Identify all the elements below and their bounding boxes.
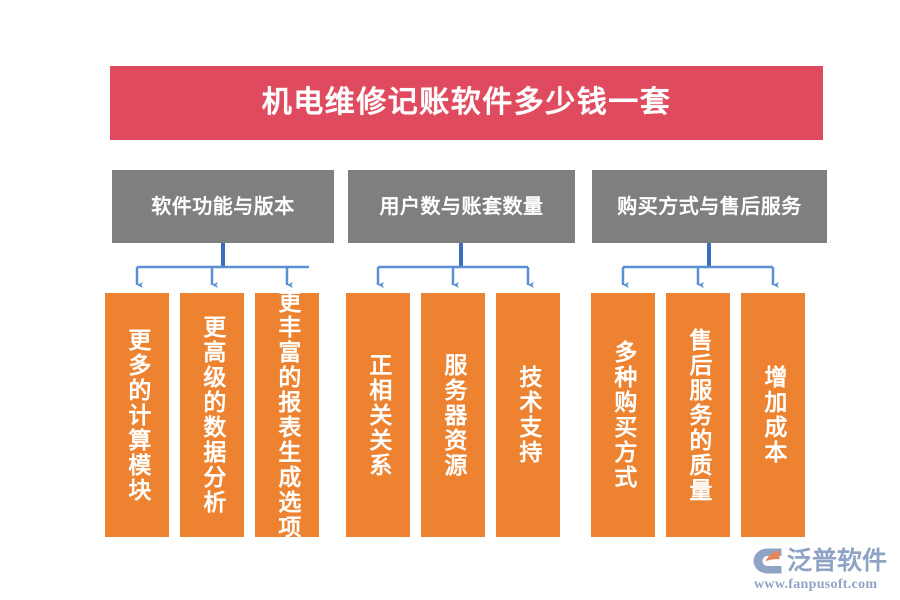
connector-group-1 [135,243,309,288]
category-label: 购买方式与售后服务 [617,195,802,218]
logo-row: 泛普软件 [752,546,894,576]
leaf-label: 技术支持 [515,365,541,465]
leaf-inner: 多种购买方式 [591,293,655,537]
leaf-label: 更丰富的报表生成选项 [274,293,300,537]
leaf-inner: 更多的计算模块 [105,293,169,537]
leaf-inner: 服务器资源 [421,293,485,537]
leaf-label: 多种购买方式 [610,340,636,490]
leaf-box[interactable]: 多种购买方式 [591,293,655,537]
category-label: 用户数与账套数量 [379,195,544,218]
leaf-box[interactable]: 服务器资源 [421,293,485,537]
leaf-label: 服务器资源 [440,352,466,478]
leaf-inner: 正相关关系 [346,293,410,537]
leaf-inner: 更丰富的报表生成选项 [255,293,319,537]
logo-url: www.fanpusoft.com [754,577,878,592]
leaf-label: 售后服务的质量 [685,327,711,503]
leaf-label: 更高级的数据分析 [199,315,225,515]
leaf-label: 更多的计算模块 [124,327,150,503]
leaf-box[interactable]: 增加成本 [741,293,805,537]
leaf-inner: 更高级的数据分析 [180,293,244,537]
logo-wordmark: 泛普软件 [787,546,888,575]
category-label: 软件功能与版本 [151,195,295,218]
category-box-software-features[interactable]: 软件功能与版本 [112,170,334,243]
leaf-box[interactable]: 售后服务的质量 [666,293,730,537]
leaf-box[interactable]: 更高级的数据分析 [180,293,244,537]
brand-logo[interactable]: 泛普软件 www.fanpusoft.com [752,546,894,592]
title-banner: 机电维修记账软件多少钱一套 [110,66,823,140]
connector-group-2 [376,243,534,288]
leaf-box[interactable]: 技术支持 [496,293,560,537]
category-box-purchase-service[interactable]: 购买方式与售后服务 [592,170,827,243]
leaf-box[interactable]: 更多的计算模块 [105,293,169,537]
leaf-box[interactable]: 更丰富的报表生成选项 [255,293,319,537]
fanpu-shield-icon [753,548,782,574]
leaf-label: 正相关关系 [365,352,391,478]
leaf-inner: 增加成本 [741,293,805,537]
category-box-user-count[interactable]: 用户数与账套数量 [348,170,575,243]
page-title: 机电维修记账软件多少钱一套 [261,86,672,119]
leaf-inner: 技术支持 [496,293,560,537]
connector-group-3 [621,243,779,288]
leaf-box[interactable]: 正相关关系 [346,293,410,537]
leaf-inner: 售后服务的质量 [666,293,730,537]
leaf-label: 增加成本 [760,365,786,465]
